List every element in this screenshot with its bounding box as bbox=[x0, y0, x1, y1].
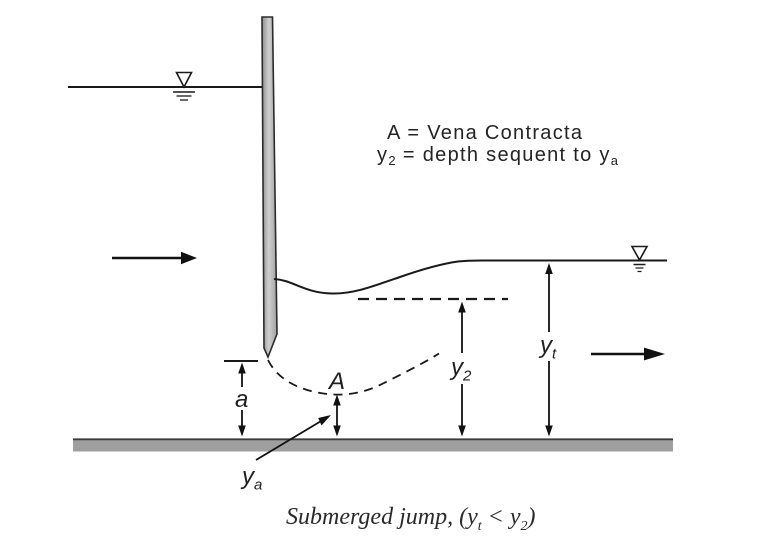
ya-leader-arrow-icon bbox=[255, 415, 331, 461]
label-gate-opening-a: a bbox=[235, 386, 249, 413]
dimension-ya bbox=[333, 394, 341, 437]
label-ya: ya bbox=[242, 465, 262, 493]
dimension-yt bbox=[545, 263, 553, 437]
caption-tail: ) bbox=[527, 504, 536, 530]
annotation-line2-rest-sub: a bbox=[610, 153, 619, 169]
label-vena-contracta-A: A bbox=[329, 368, 346, 395]
label-yt: yt bbox=[540, 334, 556, 362]
dimension-y2 bbox=[458, 301, 466, 437]
jet-boundary-dashed-curve bbox=[267, 352, 440, 396]
dimension-a bbox=[238, 362, 246, 437]
inflow-arrow-icon bbox=[112, 251, 197, 265]
caption-lead: Submerged jump, (y bbox=[286, 504, 478, 530]
label-y2: y2 bbox=[451, 356, 471, 384]
channel-bed bbox=[73, 438, 673, 452]
label-y2-base: y bbox=[451, 354, 463, 381]
label-yt-base: y bbox=[540, 332, 552, 359]
outflow-arrow-icon bbox=[591, 347, 665, 361]
figure-caption: Submerged jump, (yt < y2) bbox=[286, 504, 535, 534]
caption-sub2: 2 bbox=[520, 518, 528, 534]
water-surface-icon-upstream bbox=[173, 71, 195, 101]
caption-mid: < y bbox=[481, 504, 521, 530]
caption-sub1: t bbox=[477, 518, 482, 534]
water-surface-icon-tailwater bbox=[630, 245, 649, 273]
label-ya-sub: a bbox=[254, 476, 263, 494]
label-ya-base: y bbox=[242, 463, 254, 490]
label-y2-sub: 2 bbox=[463, 367, 472, 385]
sluice-gate bbox=[261, 16, 278, 360]
tailwater-surface-line bbox=[273, 259, 667, 295]
annotation-line2-sub: 2 bbox=[388, 153, 397, 169]
label-yt-sub: t bbox=[552, 345, 557, 363]
annotation-line1: A = Vena Contracta bbox=[387, 122, 584, 144]
annotation-line2-base: y bbox=[377, 144, 389, 166]
annotation-line2-rest: = depth sequent to y bbox=[396, 144, 611, 166]
annotation-line2: y2 = depth sequent to ya bbox=[377, 145, 618, 171]
